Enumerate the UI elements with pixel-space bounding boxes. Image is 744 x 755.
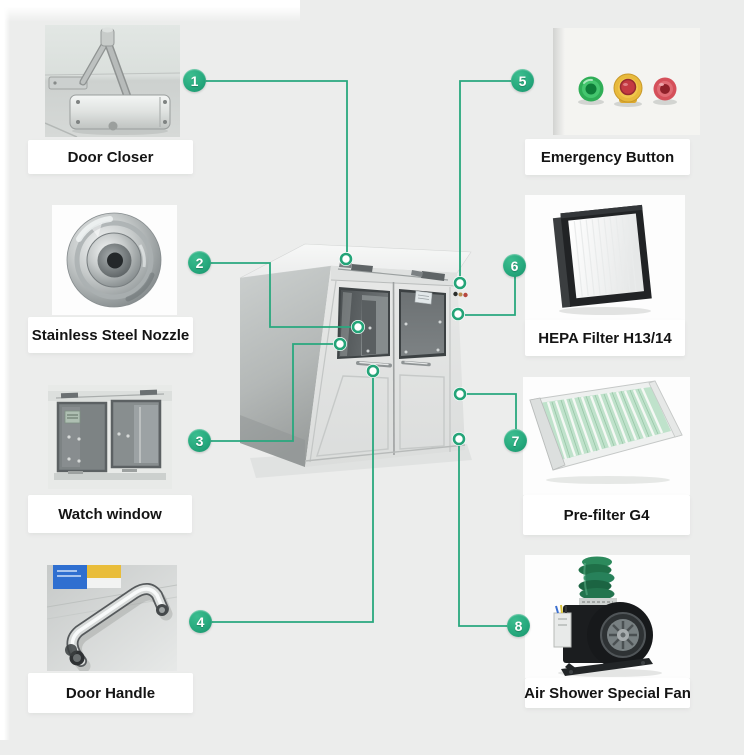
callout-lines bbox=[195, 80, 523, 627]
hepa-filter-label-text: HEPA Filter H13/14 bbox=[538, 329, 672, 347]
callout-line-4 bbox=[201, 378, 374, 623]
emergency-button-label: Emergency Button bbox=[525, 139, 690, 175]
watch-window-label: Watch window bbox=[28, 495, 192, 533]
machine-window-fitting bbox=[436, 348, 440, 352]
callout-marker-4 bbox=[366, 364, 380, 378]
callout-line-6 bbox=[465, 266, 516, 316]
callout-line-7 bbox=[467, 393, 517, 441]
callout-badge-7: 7 bbox=[504, 429, 527, 452]
stainless-steel-nozzle-label-text: Stainless Steel Nozzle bbox=[31, 326, 190, 344]
machine-control-button-red bbox=[463, 292, 468, 298]
callout-line-2 bbox=[200, 262, 351, 328]
machine-left-stile bbox=[309, 280, 337, 463]
door-closer-label: Door Closer bbox=[28, 140, 193, 174]
callout-line-1 bbox=[195, 80, 348, 252]
machine-window-fitting bbox=[404, 322, 408, 326]
callout-badge-2: 2 bbox=[188, 251, 211, 274]
callout-line-5 bbox=[459, 80, 523, 276]
hepa-filter-label: HEPA Filter H13/14 bbox=[525, 320, 685, 356]
door-closer-photo bbox=[45, 25, 180, 137]
callout-marker-8 bbox=[452, 432, 466, 446]
machine-control-button-yellow bbox=[458, 292, 463, 297]
machine-window-fitting bbox=[404, 350, 408, 354]
emergency-button-photo bbox=[553, 28, 700, 135]
callout-marker-7 bbox=[453, 387, 467, 401]
machine-sign-text-line bbox=[417, 294, 430, 297]
door-handle-photo bbox=[47, 565, 177, 671]
watch-window-photo bbox=[48, 385, 172, 489]
pre-filter-label: Pre-filter G4 bbox=[523, 495, 690, 535]
pre-filter-label-text: Pre-filter G4 bbox=[563, 506, 650, 524]
callout-marker-6 bbox=[451, 307, 465, 321]
door-handle-label-text: Door Handle bbox=[65, 684, 156, 702]
machine-door-closer-left bbox=[351, 264, 373, 272]
callout-badge-1: 1 bbox=[183, 69, 206, 92]
machine-bottom-edge bbox=[304, 444, 466, 462]
stainless-steel-nozzle-label: Stainless Steel Nozzle bbox=[28, 317, 193, 353]
hepa-filter-photo bbox=[525, 195, 685, 320]
door-closer-label-text: Door Closer bbox=[67, 148, 154, 166]
callout-marker-2 bbox=[351, 320, 365, 334]
machine-door-seam bbox=[392, 281, 395, 456]
callout-marker-5 bbox=[453, 276, 467, 290]
machine-left-wall bbox=[240, 266, 331, 467]
callout-badge-3: 3 bbox=[188, 429, 211, 452]
fan-duct bbox=[578, 556, 617, 606]
machine-window-sign bbox=[414, 290, 433, 305]
callout-badge-4-number: 4 bbox=[196, 613, 205, 630]
machine-control-button-black bbox=[453, 291, 458, 297]
callout-badge-8-number: 8 bbox=[514, 617, 523, 634]
machine-window-fitting bbox=[438, 320, 442, 324]
callout-badge-6: 6 bbox=[503, 254, 526, 277]
machine-door-closer-right bbox=[421, 271, 445, 281]
pre-filter-photo bbox=[523, 377, 690, 495]
machine-left-handle-highlight bbox=[359, 361, 389, 366]
callout-badge-2-number: 2 bbox=[195, 254, 204, 271]
callout-badge-3-number: 3 bbox=[195, 432, 204, 449]
callout-badge-7-number: 7 bbox=[511, 432, 520, 449]
callout-badge-5-number: 5 bbox=[518, 72, 527, 89]
callout-badge-5: 5 bbox=[511, 69, 534, 92]
machine-right-kick-panel bbox=[399, 374, 445, 450]
callout-line-8 bbox=[458, 446, 519, 627]
emergency-button-label-text: Emergency Button bbox=[540, 148, 675, 166]
callout-badge-6-number: 6 bbox=[510, 257, 519, 274]
callout-line-3 bbox=[200, 343, 333, 442]
machine-right-window-glass bbox=[401, 292, 444, 356]
watch-window-label-text: Watch window bbox=[58, 505, 162, 523]
callout-badge-1-number: 1 bbox=[190, 72, 199, 89]
machine-window-fitting bbox=[368, 326, 372, 330]
stainless-steel-nozzle-photo bbox=[52, 205, 177, 315]
air-shower-fan-label-text: Air Shower Special Fan bbox=[524, 684, 691, 702]
door-handle-label: Door Handle bbox=[28, 673, 193, 713]
callout-marker-3 bbox=[333, 337, 347, 351]
air-shower-machine bbox=[239, 243, 472, 467]
air-shower-fan-label: Air Shower Special Fan bbox=[524, 678, 691, 708]
callout-markers bbox=[333, 252, 467, 446]
machine-closer-arm-right bbox=[411, 270, 423, 277]
machine-sign-text-line bbox=[417, 297, 430, 300]
machine-window-fitting bbox=[366, 349, 370, 353]
callout-badge-8: 8 bbox=[507, 614, 530, 637]
machine-right-handle-highlight bbox=[404, 361, 428, 365]
air-shower-fan-photo bbox=[525, 555, 690, 678]
callout-badge-4: 4 bbox=[189, 610, 212, 633]
callout-marker-1 bbox=[339, 252, 353, 266]
